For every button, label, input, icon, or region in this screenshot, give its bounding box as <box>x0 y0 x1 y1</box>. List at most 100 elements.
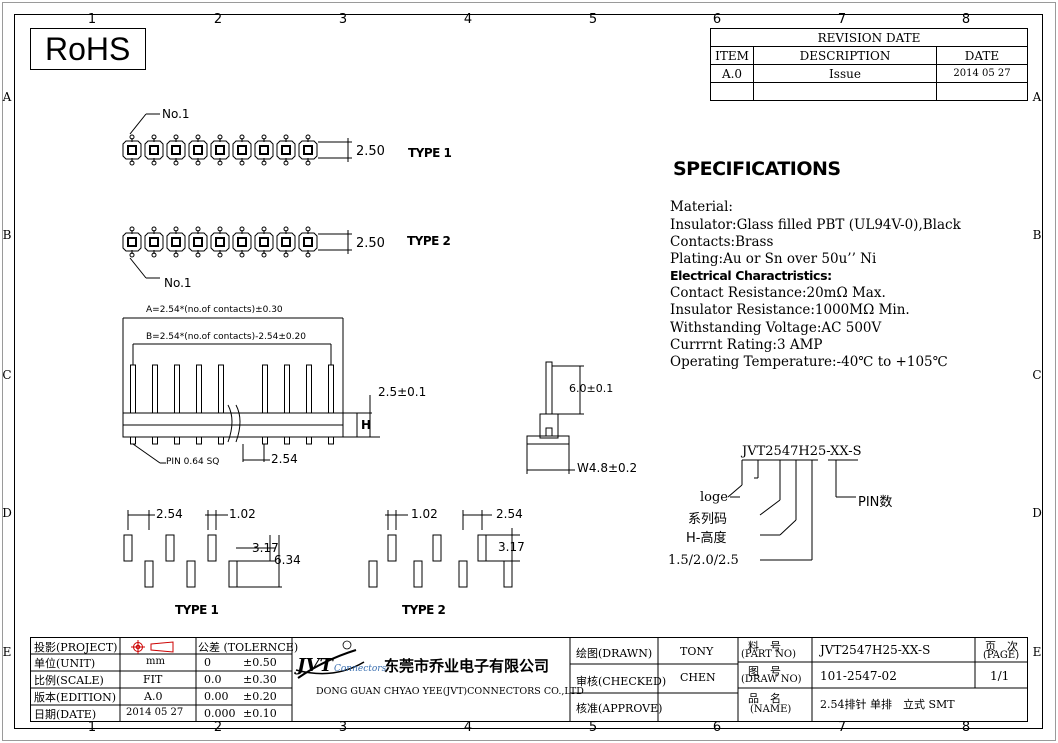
col-2-bottom: 2 <box>213 720 223 735</box>
col-5-bottom: 5 <box>588 720 598 735</box>
pin-square <box>149 237 159 247</box>
pin-tip <box>195 160 201 166</box>
pad2-width-label: 1.02 <box>411 507 438 521</box>
col-5: 5 <box>588 12 598 27</box>
row-c-right: C <box>1032 368 1042 382</box>
break-mark <box>227 404 241 443</box>
pin-tip <box>195 134 201 140</box>
dim-b-label: B=2.54*(no.of contacts)-2.54±0.20 <box>146 332 306 342</box>
col-3-bottom: 3 <box>338 720 348 735</box>
tb-checked-value: CHEN <box>680 671 716 684</box>
leader <box>129 113 147 135</box>
pin-lower <box>262 436 268 445</box>
pin-upper <box>196 364 202 414</box>
company-name-en: DONG GUAN CHYAO YEE(JVT)CONNECTORS CO.,L… <box>316 686 584 697</box>
pin-lower <box>130 436 136 445</box>
pin-tip <box>261 252 267 258</box>
pin-square <box>149 145 159 155</box>
leader <box>727 484 743 498</box>
pad-top-row <box>387 534 397 562</box>
tb-date-value: 2014 05 27 <box>126 707 184 718</box>
housing-side <box>539 413 559 439</box>
pin-square <box>303 145 313 155</box>
tb-name-cn: 品 名 <box>748 692 781 705</box>
side-height-label: 6.0±0.1 <box>569 382 614 395</box>
part-code-pins: PIN数 <box>858 495 893 510</box>
pin-square <box>193 145 203 155</box>
revision-table: REVISION DATE ITEM DESCRIPTION DATE A.0 … <box>710 28 1028 101</box>
row-e-right: E <box>1032 645 1042 659</box>
pin-square <box>171 145 181 155</box>
pin-square <box>303 237 313 247</box>
pin-tip <box>151 252 157 258</box>
pad-bottom-row <box>144 560 154 588</box>
pin-housing <box>232 232 252 252</box>
pin-tip <box>217 160 223 166</box>
pin-square <box>193 237 203 247</box>
pin-tip <box>305 252 311 258</box>
pin-lower <box>306 436 312 445</box>
row-a-left: A <box>2 90 12 104</box>
col-4-bottom: 4 <box>463 720 473 735</box>
pin-lower <box>328 436 334 445</box>
pin-lower <box>218 436 224 445</box>
pad-top-row <box>207 534 217 562</box>
pin-housing <box>254 232 274 252</box>
company-name-cn: 东莞市乔业电子有限公司 <box>384 657 550 675</box>
pin-upper <box>218 364 224 414</box>
row-a-right: A <box>1032 90 1042 104</box>
pin-upper <box>545 361 553 415</box>
pad-bottom-row <box>186 560 196 588</box>
tb-draw-no-cn: 图 号 <box>748 665 781 678</box>
tb-page-cn: 页 次 <box>985 640 1018 653</box>
pin-tip <box>151 226 157 232</box>
pin-tip <box>217 252 223 258</box>
col-6: 6 <box>712 12 722 27</box>
tb-tol-b-2: ±0.20 <box>243 690 277 703</box>
pin-tip <box>173 226 179 232</box>
revision-row: A.0 Issue 2014 05 27 <box>710 64 1028 83</box>
pin-housing <box>298 140 318 160</box>
pin-housing <box>188 140 208 160</box>
col-2: 2 <box>213 12 223 27</box>
tb-drawn: 绘图(DRAWN) <box>576 647 653 660</box>
tb-date: 日期(DATE) <box>34 708 97 721</box>
title-block-lines <box>30 637 1028 722</box>
pad-top-row <box>432 534 442 562</box>
pin-tip <box>239 252 245 258</box>
type2-label: TYPE 2 <box>407 234 451 248</box>
spec-electrical-heading: Electrical Charactristics: <box>670 268 832 283</box>
col-7: 7 <box>837 12 847 27</box>
pin-lower <box>284 436 290 445</box>
pin-upper <box>130 364 136 414</box>
part-code-logo: loge <box>700 490 728 505</box>
rohs-mark: RoHS <box>30 28 146 70</box>
pin-square <box>127 237 137 247</box>
pin-tip <box>261 226 267 232</box>
tb-approve: 核准(APPROVE) <box>576 702 663 715</box>
pad1-row-label: 3.17 <box>252 541 279 555</box>
spec-current-rating: Currrnt Rating:3 AMP <box>670 337 823 353</box>
pin-tip <box>283 226 289 232</box>
pin-tip <box>129 226 135 232</box>
pin-tip <box>305 226 311 232</box>
spec-contacts: Contacts:Brass <box>670 234 774 250</box>
col-1-bottom: 1 <box>87 720 97 735</box>
tb-tol-b-1: ±0.30 <box>243 673 277 686</box>
pad1-width-label: 1.02 <box>229 507 256 521</box>
pin-tip <box>151 160 157 166</box>
row-b-left: B <box>2 228 12 242</box>
pin-housing <box>298 232 318 252</box>
pin-square <box>215 237 225 247</box>
pad-layouts <box>123 510 520 588</box>
pad-bottom-row <box>413 560 423 588</box>
tb-scale-value: FIT <box>143 673 163 686</box>
pin-square <box>127 145 137 155</box>
spec-operating-temperature: Operating Temperature:-40℃ to +105℃ <box>670 354 948 370</box>
type1-top-view <box>122 113 352 166</box>
tb-part-no-value: JVT2547H25-XX-S <box>820 643 931 657</box>
pin-tip <box>217 226 223 232</box>
row-e-left: E <box>2 645 12 659</box>
pin-tip <box>305 160 311 166</box>
dim-a-label: A=2.54*(no.of contacts)±0.30 <box>146 305 283 315</box>
